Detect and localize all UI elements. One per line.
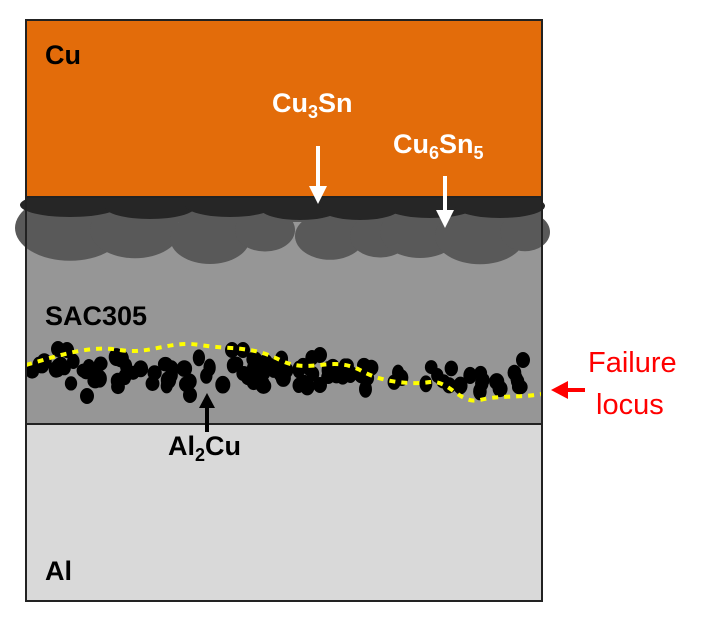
al2cu-particle: [93, 356, 108, 371]
al2cu-particle: [296, 357, 310, 373]
al2cu-particles: [25, 341, 530, 404]
al2cu-particle: [392, 364, 405, 381]
al2cu-particle: [453, 376, 468, 395]
al2cu-particle: [215, 375, 231, 394]
cu6sn5-scallop: [295, 212, 365, 260]
diagram-frame: [25, 19, 543, 602]
cu6sn5-arrow: [436, 176, 454, 228]
al-label: Al: [45, 556, 72, 586]
cu6sn5-label: Cu6Sn5: [393, 129, 484, 163]
failure-locus-label-line1: Failure: [588, 347, 677, 379]
cu3sn-arrow: [309, 146, 327, 204]
al2cu-particle: [475, 374, 489, 392]
al2cu-particle: [176, 360, 193, 377]
al2cu-particle: [511, 379, 528, 395]
al2cu-particle: [108, 348, 125, 367]
cu3sn-label: Cu3Sn: [272, 88, 353, 122]
al2cu-particle: [226, 357, 239, 374]
al2cu-particle: [92, 369, 107, 388]
al2cu-particle: [147, 365, 162, 381]
al2cu-particle: [313, 347, 327, 363]
cu6sn5-scallop: [500, 212, 550, 252]
al2cu-arrow: [199, 393, 215, 432]
failure-locus-line: [25, 342, 543, 403]
al2cu-particle: [200, 368, 213, 384]
al2cu-particle: [444, 360, 458, 377]
al2cu-particle: [335, 367, 350, 385]
al2cu-label: Al2Cu: [168, 431, 241, 465]
al2cu-particle: [241, 370, 257, 386]
cu-label: Cu: [45, 40, 81, 70]
al2cu-particle: [182, 373, 197, 390]
al2cu-particle: [76, 363, 92, 378]
al2cu-particle: [165, 366, 178, 384]
al2cu-particle: [259, 356, 275, 373]
al2cu-particle: [357, 360, 373, 375]
imc-layers: [15, 193, 550, 265]
al2cu-particle: [80, 388, 94, 404]
al2cu-particle: [246, 351, 263, 368]
al2cu-particle: [306, 366, 320, 382]
cu-layer: [25, 19, 543, 198]
al2cu-particle: [489, 373, 505, 391]
al2cu-particle: [53, 356, 68, 373]
al2cu-particle: [516, 352, 530, 368]
failure-locus-label-line2: locus: [596, 389, 664, 421]
al2cu-particle: [67, 353, 80, 369]
sac305-label: SAC305: [45, 301, 147, 331]
cu6sn5-scallop: [170, 212, 250, 264]
al2cu-particle: [269, 356, 284, 373]
al2cu-particle: [463, 366, 477, 384]
al2cu-particle: [313, 377, 327, 393]
al2cu-particle: [183, 387, 197, 403]
al2cu-particle: [292, 377, 305, 394]
al-layer: [26, 424, 542, 601]
al2cu-particle: [64, 376, 78, 391]
al2cu-particle: [192, 349, 206, 367]
cu3sn-band: [27, 197, 541, 205]
failure-arrow: [551, 381, 585, 399]
al2cu-particle: [110, 372, 126, 390]
